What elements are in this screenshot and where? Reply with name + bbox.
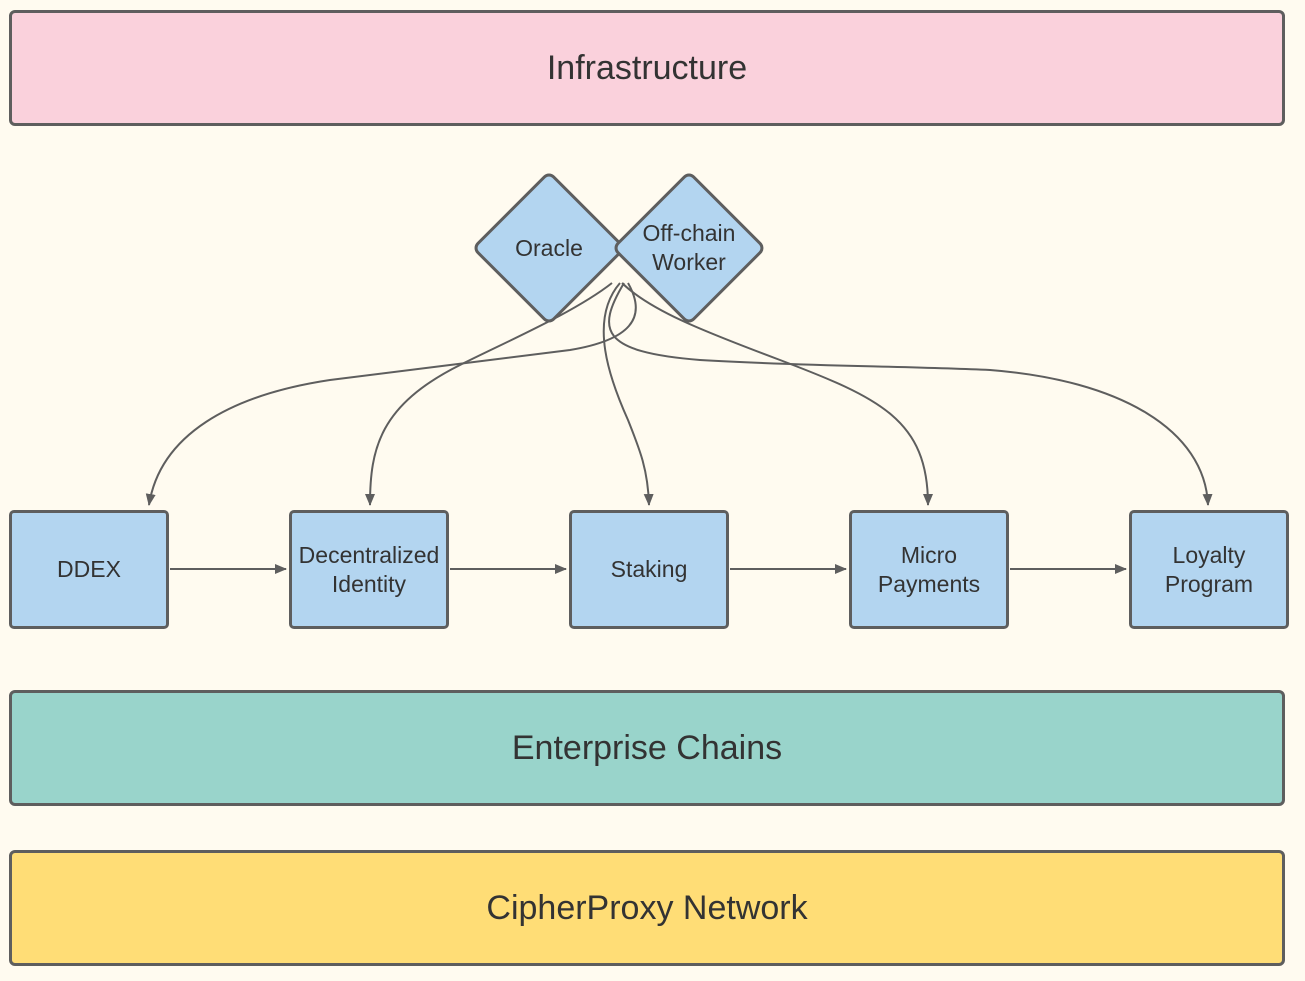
ddex-label: DDEX: [57, 556, 121, 582]
edge-to-staking: [602, 282, 654, 506]
decentralized-identity-module: Decentralized Identity: [289, 510, 449, 629]
ddex-module: DDEX: [9, 510, 169, 629]
infrastructure-label: Infrastructure: [546, 48, 748, 87]
enterprise-chains-label: Enterprise Chains: [511, 728, 783, 767]
edge-to-micro-payments: [621, 282, 933, 506]
offchain-worker-node: Off-chain Worker: [611, 170, 767, 326]
edge-to-loyalty-program: [608, 282, 1213, 506]
edge-to-ddex: [145, 282, 637, 506]
edge-to-decentralized-identity: [365, 282, 613, 506]
infrastructure-layer: Infrastructure: [9, 10, 1285, 126]
offchain-worker-label: Off-chain Worker: [642, 220, 736, 275]
micro-payments-module: Micro Payments: [849, 510, 1009, 629]
oracle-node: Oracle: [471, 170, 627, 326]
decentralized-identity-label: Decentralized Identity: [298, 541, 440, 597]
loyalty-program-label: Loyalty Program: [1164, 541, 1254, 597]
micro-payments-label: Micro Payments: [877, 541, 981, 597]
staking-label: Staking: [610, 556, 688, 582]
cipherproxy-network-layer: CipherProxy Network: [9, 850, 1285, 966]
oracle-label: Oracle: [515, 234, 583, 261]
enterprise-chains-layer: Enterprise Chains: [9, 690, 1285, 806]
loyalty-program-module: Loyalty Program: [1129, 510, 1289, 629]
staking-module: Staking: [569, 510, 729, 629]
cipherproxy-network-label: CipherProxy Network: [486, 888, 808, 927]
